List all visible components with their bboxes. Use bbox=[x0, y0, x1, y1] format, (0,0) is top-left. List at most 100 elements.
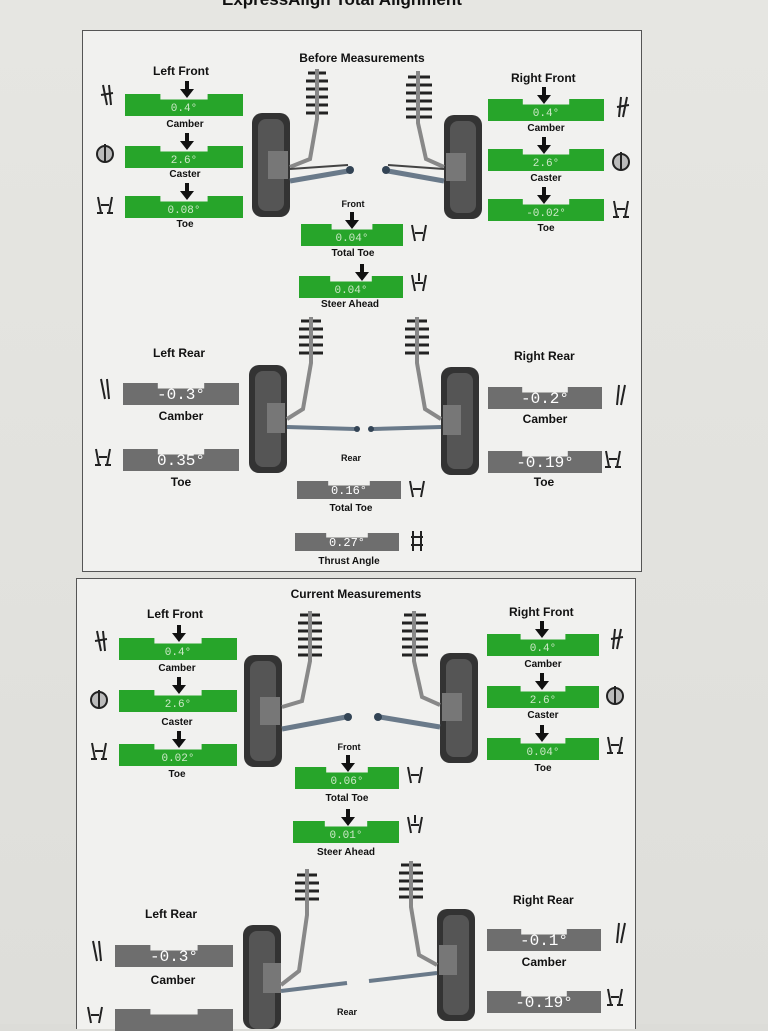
lr-toe-gauge: 0.35° bbox=[123, 449, 239, 471]
toe-label: Toe bbox=[533, 475, 555, 489]
panel-title: Current Measurements bbox=[290, 587, 422, 601]
camber-label: Camber bbox=[527, 123, 565, 134]
current-measurements-panel: Current Measurements Left Front 0.4° Cam… bbox=[76, 578, 636, 1031]
toe-label: Toe bbox=[537, 223, 555, 234]
left-front-heading: Left Front bbox=[153, 64, 209, 78]
total-toe-icon bbox=[411, 224, 427, 242]
pointer-icon bbox=[537, 137, 551, 157]
lf-camber-gauge: 0.4° bbox=[125, 94, 243, 116]
caster-label: Caster bbox=[169, 169, 201, 180]
pointer-icon bbox=[180, 81, 194, 101]
right-front-heading: Right Front bbox=[511, 71, 576, 85]
rr-camber-gauge: -0.1° bbox=[487, 929, 601, 951]
toe-label: Toe bbox=[534, 763, 552, 774]
pointer-icon bbox=[355, 264, 369, 284]
rear-suspension-illustration bbox=[243, 861, 475, 1029]
front-suspension-illustration bbox=[252, 69, 482, 219]
rf-camber-gauge: 0.4° bbox=[487, 634, 599, 656]
front-total-toe-gauge: 0.04° bbox=[301, 224, 403, 246]
caster-label: Caster bbox=[161, 717, 193, 728]
lf-toe-gauge: 0.02° bbox=[119, 744, 237, 766]
front-total-toe-gauge: 0.06° bbox=[295, 767, 399, 789]
camber-label: Camber bbox=[524, 659, 562, 670]
lr-camber-gauge: -0.3° bbox=[123, 383, 239, 405]
camber-icon bbox=[616, 922, 626, 944]
rear-total-toe-gauge: 0.16° bbox=[297, 481, 401, 499]
panel-title: Before Measurements bbox=[299, 51, 425, 65]
pointer-icon bbox=[180, 183, 194, 203]
camber-label: Camber bbox=[521, 955, 567, 969]
right-rear-heading: Right Rear bbox=[514, 349, 575, 363]
steer-ahead-label: Steer Ahead bbox=[321, 299, 379, 310]
rr-toe-gauge: -0.19° bbox=[488, 451, 602, 473]
rf-caster-gauge: 2.6° bbox=[487, 686, 599, 708]
camber-icon bbox=[616, 96, 630, 118]
steer-ahead-gauge: 0.04° bbox=[299, 276, 403, 298]
pointer-icon bbox=[535, 673, 549, 693]
caster-label: Caster bbox=[527, 710, 559, 721]
toe-label: Toe bbox=[170, 475, 192, 489]
total-toe-icon bbox=[409, 480, 425, 498]
camber-icon bbox=[100, 84, 114, 106]
before-measurements-panel: Before Measurements Left Front 0.4° Camb… bbox=[82, 30, 642, 572]
total-toe-label: Total Toe bbox=[325, 793, 369, 804]
caster-icon bbox=[606, 686, 624, 705]
pointer-icon bbox=[172, 731, 186, 751]
toe-icon bbox=[613, 200, 629, 218]
pointer-icon bbox=[172, 625, 186, 645]
camber-label: Camber bbox=[150, 973, 196, 987]
caster-icon bbox=[96, 144, 114, 163]
lf-toe-gauge: 0.08° bbox=[125, 196, 243, 218]
pointer-icon bbox=[535, 725, 549, 745]
toe-label: Toe bbox=[176, 219, 194, 230]
pointer-icon bbox=[341, 809, 355, 829]
pointer-icon bbox=[180, 133, 194, 153]
toe-icon bbox=[607, 988, 623, 1006]
pointer-icon bbox=[341, 755, 355, 775]
left-rear-heading: Left Rear bbox=[153, 346, 206, 360]
document-title: ExpressAlign Total Alignment bbox=[222, 0, 462, 10]
toe-icon bbox=[607, 736, 623, 754]
caster-icon bbox=[612, 152, 630, 171]
lf-caster-gauge: 2.6° bbox=[119, 690, 237, 712]
lf-caster-gauge: 2.6° bbox=[125, 146, 243, 168]
rr-camber-gauge: -0.2° bbox=[488, 387, 602, 409]
camber-icon bbox=[100, 378, 110, 400]
right-front-heading: Right Front bbox=[509, 605, 574, 619]
left-rear-heading: Left Rear bbox=[145, 907, 198, 921]
toe-icon bbox=[91, 742, 107, 760]
caster-icon bbox=[90, 690, 108, 709]
toe-icon bbox=[95, 448, 111, 466]
pointer-icon bbox=[172, 677, 186, 697]
pointer-icon bbox=[535, 621, 549, 641]
rr-toe-gauge: -0.19° bbox=[487, 991, 601, 1013]
rear-axle-label: Rear bbox=[336, 1007, 357, 1017]
front-axle-label: Front bbox=[341, 199, 365, 209]
pointer-icon bbox=[537, 87, 551, 107]
camber-label: Camber bbox=[166, 119, 204, 130]
camber-icon bbox=[94, 630, 108, 652]
camber-icon bbox=[610, 628, 624, 650]
caster-label: Caster bbox=[530, 173, 562, 184]
thrust-angle-icon bbox=[411, 531, 423, 551]
thrust-angle-gauge: 0.27° bbox=[295, 533, 399, 551]
rear-axle-label: Rear bbox=[340, 453, 361, 463]
toe-icon bbox=[87, 1006, 103, 1024]
pointer-icon bbox=[345, 212, 359, 232]
front-axle-label: Front bbox=[337, 742, 361, 752]
steer-ahead-label: Steer Ahead bbox=[317, 847, 375, 858]
pointer-icon bbox=[537, 187, 551, 207]
steer-ahead-icon bbox=[411, 273, 427, 292]
toe-icon bbox=[97, 196, 113, 214]
total-toe-icon bbox=[407, 766, 423, 784]
total-toe-label: Total Toe bbox=[329, 503, 373, 514]
lf-camber-gauge: 0.4° bbox=[119, 638, 237, 660]
left-front-heading: Left Front bbox=[147, 607, 203, 621]
rf-camber-gauge: 0.4° bbox=[488, 99, 604, 121]
rf-caster-gauge: 2.6° bbox=[488, 149, 604, 171]
camber-label: Camber bbox=[522, 412, 568, 426]
total-toe-label: Total Toe bbox=[331, 248, 375, 259]
rf-toe-gauge: -0.02° bbox=[488, 199, 604, 221]
camber-icon bbox=[92, 940, 102, 962]
